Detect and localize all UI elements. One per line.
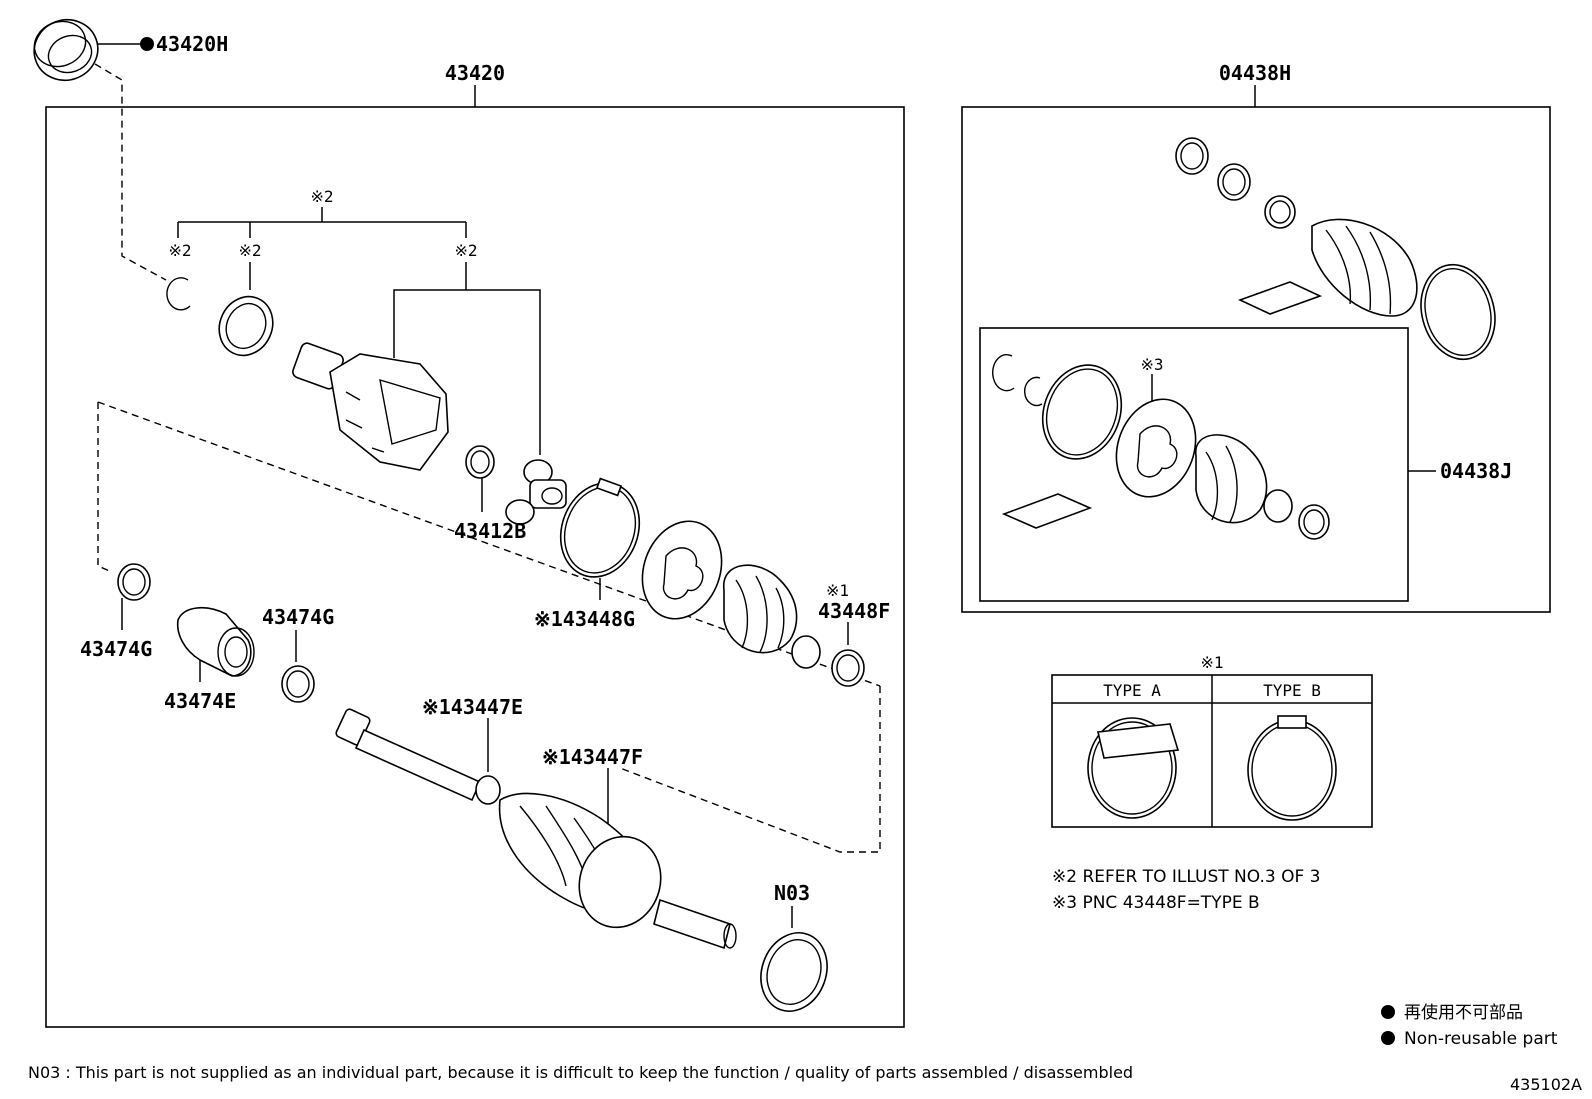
note-ref2: ※2 REFER TO ILLUST NO.3 OF 3 [1052, 867, 1320, 887]
legend-jp: 再使用不可部品 [1404, 1002, 1523, 1023]
inboard-joint-housing [292, 342, 449, 471]
inner-kit-grease-pack [1001, 493, 1093, 529]
snap-ring [166, 277, 191, 311]
inner-kit-snap-rings [991, 353, 1043, 407]
boot-kit-frame [961, 106, 1551, 613]
kit-clamps-small [1175, 137, 1296, 229]
boot-clamp-43448f [831, 649, 865, 687]
boot-inboard [723, 564, 821, 669]
footer-n03-note: N03 : This part is not supplied as an in… [28, 1063, 1133, 1082]
type-a-label: TYPE A [1103, 681, 1161, 700]
label-43474g-mid: 43474G [262, 605, 334, 629]
washer-ring [218, 295, 274, 357]
label-ref2-b: ※2 [238, 241, 261, 260]
label-43412b: 43412B [454, 519, 526, 543]
dashed-guide-lines [94, 63, 881, 853]
non-reusable-dot-43420h [140, 37, 154, 51]
label-04438h: 04438H [1219, 61, 1291, 85]
label-43447f: ※143447F [542, 745, 643, 769]
inner-kit-clamp [1041, 364, 1123, 460]
dynamic-damper-43474e [176, 607, 255, 677]
boot-insert [641, 520, 723, 620]
label-43448f: 43448F [818, 599, 890, 623]
outboard-joint [498, 792, 737, 950]
label-n03: N03 [774, 881, 810, 905]
tripod-joint [505, 459, 567, 525]
illustration-number: 435102A [1510, 1075, 1582, 1094]
legend-dot-jp [1381, 1005, 1395, 1019]
boot-clamp-43448g [559, 477, 641, 578]
label-ref2-top: ※2 [310, 187, 333, 206]
legend-en: Non-reusable part [1404, 1029, 1558, 1049]
label-ref1-43448f: ※1 [826, 581, 849, 600]
label-ref2-c: ※2 [454, 241, 477, 260]
inner-boot-kit-frame [979, 327, 1409, 602]
type-b-label: TYPE B [1263, 681, 1321, 700]
clamp-43474g-mid [281, 665, 315, 703]
drive-shaft [335, 708, 501, 805]
kit-grease-pack [1237, 281, 1323, 315]
oil-seal-43420h [33, 18, 99, 82]
label-43448g: ※143448G [534, 607, 635, 631]
note-ref3: ※3 PNC 43448F=TYPE B [1052, 893, 1260, 913]
label-ref2-a: ※2 [168, 241, 191, 260]
label-43420: 43420 [445, 61, 505, 85]
label-ref3-kit: ※3 [1140, 355, 1163, 374]
clamp-43474g-left [117, 563, 151, 601]
label-04438j: 04438J [1440, 459, 1512, 483]
inner-kit-boot [1195, 434, 1293, 524]
leader-lines [96, 43, 1436, 928]
inner-kit-insert [1115, 398, 1197, 498]
snap-ring-43412b [465, 445, 495, 479]
label-43474g-left: 43474G [80, 637, 152, 661]
clamp-type-b-drawing [1247, 715, 1337, 821]
ring-n03 [760, 932, 828, 1012]
label-43474e: 43474E [164, 689, 236, 713]
label-43420h: 43420H [156, 32, 228, 56]
legend-dot-en [1381, 1031, 1395, 1045]
label-43447e: ※143447E [422, 695, 523, 719]
kit-boot-large [1311, 218, 1418, 317]
inner-kit-clamp-small [1298, 504, 1330, 540]
type-ref: ※1 [1200, 653, 1223, 672]
clamp-type-a-drawing [1087, 717, 1180, 819]
kit-clamp-large [1420, 263, 1496, 361]
